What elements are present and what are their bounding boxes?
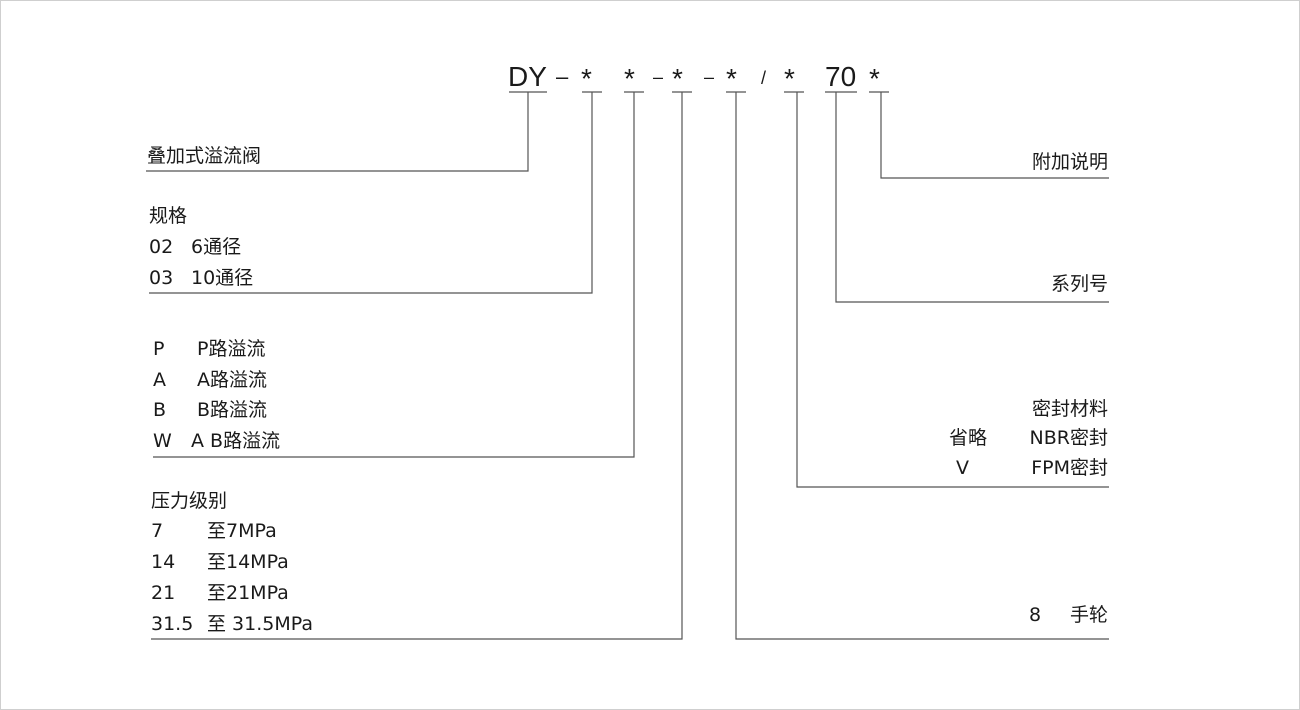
pressure-row-0-code: 7	[151, 520, 164, 542]
leader-handwheel	[735, 92, 1109, 640]
leader-size	[149, 92, 593, 294]
size-title: 规格	[149, 205, 188, 227]
pressure-title: 压力级别	[151, 490, 228, 512]
port-row-3-code: W	[153, 430, 172, 452]
code-star-size: *	[581, 63, 592, 94]
leader-seal	[796, 92, 1109, 488]
code-dash-1: –	[556, 64, 569, 89]
code-series: 70	[825, 61, 857, 92]
port-row-0-code: P	[153, 338, 165, 360]
leader-pressure	[151, 92, 683, 640]
type-title: 叠加式溢流阀	[147, 145, 262, 167]
pressure-row-2-desc: 至21MPa	[207, 582, 289, 604]
pressure-row-3-code: 31.5	[151, 613, 194, 635]
code-star-port: *	[624, 63, 635, 94]
seal-row-1-desc: FPM密封	[1031, 457, 1108, 479]
port-row-3-desc: A B路溢流	[191, 430, 281, 452]
code-star-handwheel: *	[726, 63, 737, 94]
pressure-row-2-code: 21	[151, 582, 176, 604]
code-dash-2: –	[653, 67, 664, 87]
port-row-1-code: A	[153, 369, 166, 391]
series-title: 系列号	[1050, 273, 1108, 295]
size-row-0-desc: 6通径	[191, 236, 242, 258]
extra-title: 附加说明	[1031, 151, 1108, 173]
code-dash-3: –	[704, 67, 715, 87]
leader-type	[146, 92, 529, 172]
leader-series	[835, 92, 1109, 303]
code-slash: /	[761, 68, 767, 88]
size-row-1-code: 03	[149, 267, 174, 289]
port-row-0-desc: P路溢流	[197, 338, 266, 360]
code-star-seal: *	[784, 63, 795, 94]
handwheel-code: 8	[1029, 604, 1042, 626]
code-prefix: DY	[508, 61, 547, 92]
seal-row-0-desc: NBR密封	[1029, 427, 1108, 449]
port-row-2-desc: B路溢流	[197, 399, 268, 421]
size-row-1-desc: 10通径	[191, 267, 254, 289]
code-star-pressure: *	[672, 63, 683, 94]
pressure-row-1-desc: 至14MPa	[207, 551, 289, 573]
size-row-0-code: 02	[149, 236, 174, 258]
seal-row-1-code: V	[956, 457, 969, 479]
port-row-2-code: B	[153, 399, 167, 421]
pressure-row-0-desc: 至7MPa	[207, 520, 277, 542]
port-row-1-desc: A路溢流	[197, 369, 267, 391]
seal-row-0-code: 省略	[949, 427, 988, 449]
pressure-row-3-desc: 至 31.5MPa	[207, 613, 313, 635]
seal-title: 密封材料	[1031, 398, 1108, 420]
pressure-row-1-code: 14	[151, 551, 176, 573]
leader-extra	[880, 92, 1109, 179]
leader-port	[153, 92, 635, 458]
code-star-extra: *	[869, 63, 880, 94]
handwheel-desc: 手轮	[1069, 604, 1108, 626]
